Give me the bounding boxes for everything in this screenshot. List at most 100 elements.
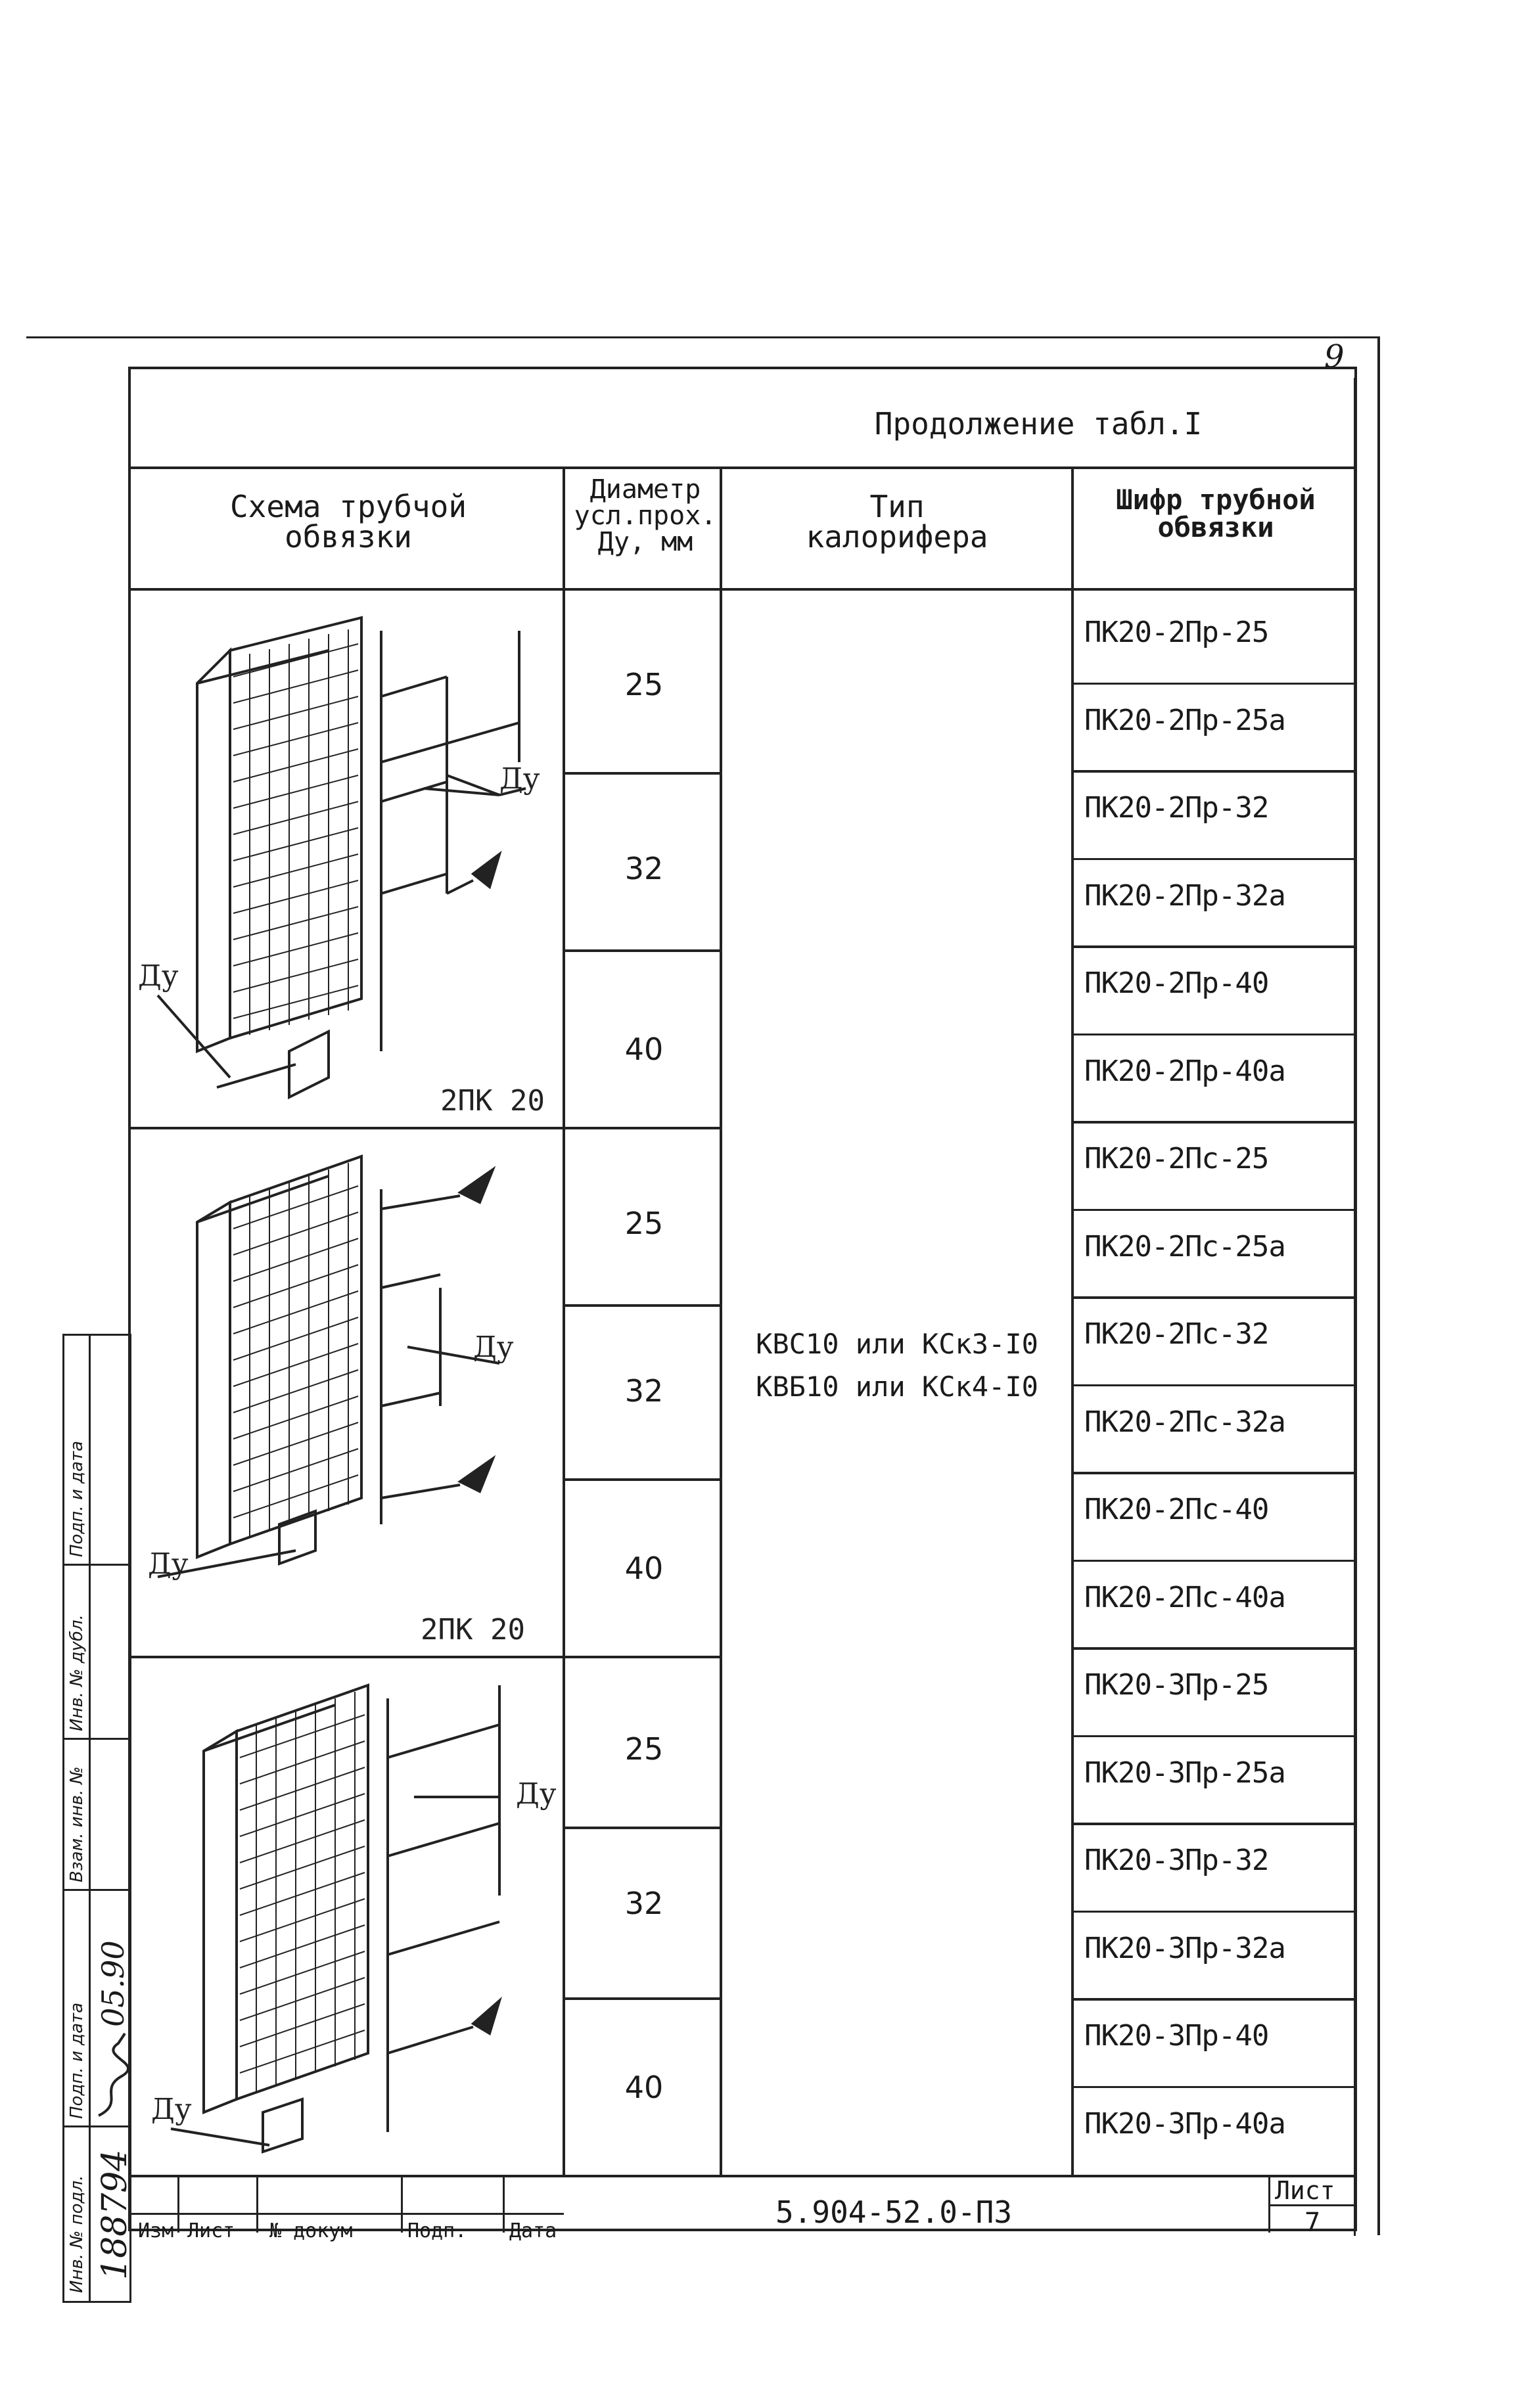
code-row-line [1071, 1208, 1357, 1211]
diameter-value: 25 [624, 667, 664, 702]
side-stamp-row [62, 2125, 131, 2127]
tb-col-list: Лист [187, 2219, 235, 2242]
code-row-line [1071, 857, 1357, 860]
header-diameter: Диаметр усл.проx. Ду, мм [574, 474, 717, 557]
heater-type-line-1: КВС10 или КСк3-I0 [756, 1328, 1038, 1360]
header-row-line [128, 588, 1357, 591]
code-item: ПК20-2Пс-25а [1084, 1229, 1286, 1263]
group-sep-1 [128, 1127, 565, 1129]
code-item: ПК20-3Пр-32 [1084, 1844, 1269, 1877]
col-sep-2 [720, 468, 722, 2176]
side-stamp-row [62, 1564, 131, 1566]
table-frame [128, 367, 1357, 2231]
scheme-drawing-2pk20-pr: Ду Ду 2ПК 20 [138, 616, 545, 1118]
header-code: Шифр трубной обвязки [1116, 484, 1316, 543]
diameter-value: 32 [624, 851, 664, 886]
tb-col-sign: Подп. [407, 2219, 467, 2242]
stamp-field-sign-date: Подп. и дата [67, 2002, 87, 2119]
side-stamp-row [62, 1738, 131, 1740]
col-sep-3 [1071, 468, 1074, 2176]
diameter-value: 25 [624, 1731, 664, 1767]
diameter-value: 32 [624, 1886, 664, 1921]
sheet-box-line [1268, 2204, 1357, 2206]
group-sep-2 [128, 1656, 565, 1658]
code-row-line [1071, 2085, 1357, 2088]
code-item: ПК20-3Пр-40 [1084, 2019, 1269, 2053]
code-item: ПК20-2Пс-25 [1084, 1142, 1269, 1175]
code-item: ПК20-3Пр-25 [1084, 1668, 1269, 1702]
code-row-line [1071, 770, 1357, 773]
code-item: ПК20-2Пр-40 [1084, 966, 1269, 1000]
diameter-value: 40 [624, 1032, 664, 1067]
code-row-line [1071, 1033, 1357, 1035]
top-border-line [26, 336, 1380, 338]
tb-col-izm: Изм [138, 2219, 174, 2242]
code-row-line [1071, 1735, 1357, 1737]
code-item: ПК20-2Пр-32 [1084, 791, 1269, 825]
heater-type-line-2: КВБ10 или КСк4-I0 [756, 1371, 1038, 1403]
du-label: Ду [138, 959, 179, 993]
code-row-line [1071, 1910, 1357, 1913]
code-row-line [1071, 1384, 1357, 1386]
dia-sep [563, 1478, 722, 1481]
sheet-number: 7 [1304, 2208, 1321, 2238]
right-border-line [1377, 336, 1380, 2235]
stamp-field-vzam: Взам. инв. № [67, 1766, 87, 1882]
title-block-col [503, 2175, 505, 2233]
title-row-line [128, 466, 1357, 469]
side-stamp-divider [89, 1334, 91, 2303]
code-item: ПК20-2Пс-32а [1084, 1405, 1286, 1439]
header-heater-type: Тип калорифера [806, 489, 988, 555]
du-label: Ду [473, 1330, 514, 1364]
col-sep-1 [563, 468, 565, 2176]
dia-sep [563, 949, 722, 952]
title-block-top-line [131, 2175, 1357, 2177]
code-row-line [1071, 1121, 1357, 1124]
title-block-col [401, 2175, 403, 2233]
du-label: Ду [148, 1547, 189, 1581]
dia-sep [563, 1304, 722, 1307]
code-row-line [1071, 1647, 1357, 1650]
code-row-line [1071, 1559, 1357, 1562]
du-label: Ду [499, 762, 540, 796]
signature-icon [98, 2032, 129, 2117]
sheet-box-line [1268, 2175, 1270, 2233]
du-label: Ду [151, 2093, 192, 2126]
code-item: ПК20-2Пс-32 [1084, 1317, 1269, 1351]
code-item: ПК20-2Пр-25а [1084, 703, 1286, 737]
code-item: ПК20-2Пр-32а [1084, 878, 1286, 913]
dia-sep [563, 772, 722, 775]
code-item: ПК20-3Пр-25а [1084, 1756, 1286, 1790]
code-row-line [1071, 682, 1357, 685]
stamp-field-inv-dubl: Инв. № дубл. [67, 1614, 87, 1731]
diameter-value: 25 [624, 1206, 664, 1241]
document-number: 5.904-52.0-ПЗ [775, 2194, 1013, 2230]
scheme-drawing-2pk20-ps: Ду Ду 2ПК 20 [148, 1154, 525, 1647]
code-item: ПК20-2Пр-40а [1084, 1054, 1286, 1088]
code-row-line [1071, 1823, 1357, 1825]
diameter-value: 40 [624, 2070, 664, 2105]
dia-sep [563, 1997, 722, 2000]
header-scheme: Схема трубчой обвязки [229, 489, 467, 555]
side-stamp [62, 1334, 131, 2303]
code-item: ПК20-3Пр-40а [1084, 2106, 1286, 2141]
code-item: ПК20-2Пс-40а [1084, 1580, 1286, 1614]
dia-sep [563, 1827, 722, 1829]
code-row-line [1071, 1296, 1357, 1299]
sheet-label: Лист [1275, 2176, 1335, 2205]
title-block-col [256, 2175, 258, 2233]
du-label: Ду [516, 1777, 557, 1811]
scheme-label: 2ПК 20 [421, 1613, 525, 1647]
dia-sep [563, 1656, 722, 1658]
code-item: ПК20-2Пр-25 [1084, 616, 1269, 649]
code-row-line [1071, 1472, 1357, 1474]
title-block-row-line [131, 2213, 564, 2215]
code-row-line [1071, 1998, 1357, 2001]
dia-sep [563, 1127, 722, 1129]
tb-col-date: Дата [509, 2219, 557, 2242]
stamp-field-inv-podl: Инв. № подл. [67, 2175, 87, 2293]
scheme-drawing-3pk20-pr: Ду Ду [151, 1683, 557, 2154]
side-stamp-row [62, 1889, 131, 1891]
table-title: Продолжение табл.I [874, 406, 1203, 442]
stamp-date: 05.90 [95, 1940, 131, 2027]
